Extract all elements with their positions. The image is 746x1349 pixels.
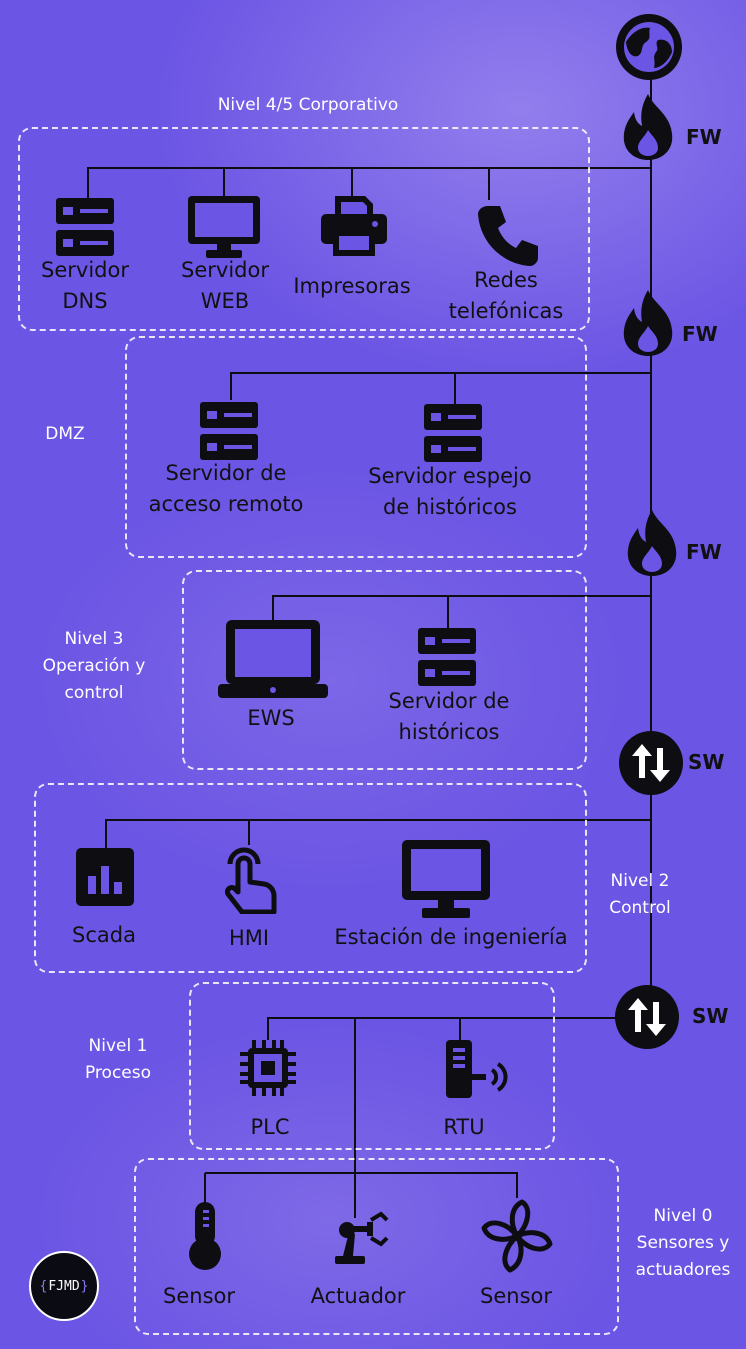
monitor-icon (402, 840, 490, 918)
globe-icon (616, 14, 682, 80)
sw2-label: SW (692, 1004, 729, 1028)
chip-icon (240, 1040, 296, 1096)
server-icon (418, 628, 476, 686)
device-label-scada: Scada (72, 923, 136, 947)
device-label-plc: PLC (250, 1115, 290, 1139)
robot-arm-icon (335, 1211, 389, 1264)
zone-label-dmz: DMZ (45, 424, 85, 444)
chart-icon (76, 848, 134, 906)
fw2-label: FW (682, 322, 718, 346)
thermometer-icon (189, 1202, 221, 1270)
zone-dmz (125, 336, 587, 558)
device-label-hmi: HMI (228, 926, 270, 950)
fw3-label: FW (686, 540, 722, 564)
laptop-icon (218, 620, 328, 698)
logo-text: FJMD (48, 1278, 80, 1294)
fjmd-logo: {FJMD} (29, 1251, 99, 1321)
device-label-rtu: RTU (443, 1115, 485, 1139)
sw1-label: SW (688, 750, 725, 774)
fan-icon (481, 1199, 553, 1273)
server-icon (200, 402, 258, 460)
zone-level3 (182, 570, 587, 770)
server-icon (424, 404, 482, 462)
fw1-label: FW (686, 125, 722, 149)
firewall-icon (623, 94, 673, 160)
phone-icon (478, 206, 538, 266)
switch-icon (619, 731, 683, 795)
zone-corporate (18, 127, 590, 331)
device-label-sensor1: Sensor (163, 1284, 235, 1308)
zone-label-corporate: Nivel 4/5 Corporativo (217, 95, 399, 115)
device-label-printers: Impresoras (293, 274, 411, 298)
zone-level2 (34, 783, 587, 973)
touch-icon (225, 847, 277, 914)
rtu-icon (446, 1040, 508, 1098)
device-label-actuator: Actuador (310, 1284, 406, 1308)
zone-level1 (189, 982, 555, 1150)
switch-icon (615, 985, 679, 1049)
device-label-eng: Estación de ingeniería (334, 925, 568, 949)
device-label-sensor2: Sensor (480, 1284, 552, 1308)
printer-icon (321, 196, 387, 256)
firewall-icon (623, 290, 673, 356)
server-icon (56, 198, 114, 256)
monitor-icon (188, 196, 260, 258)
firewall-icon (627, 510, 677, 576)
zone-level0 (134, 1158, 619, 1335)
device-label-ews: EWS (247, 706, 295, 730)
